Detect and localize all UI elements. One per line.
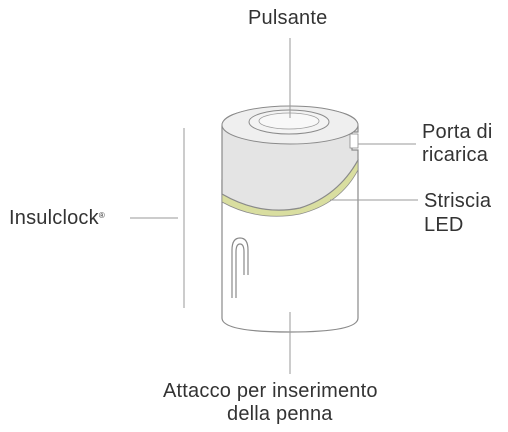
pen-clip-icon: [231, 237, 249, 298]
label-pen-attachment-line1: Attacco per inserimento: [163, 380, 378, 402]
label-charging-port-line1: Porta di: [422, 121, 493, 143]
registered-mark: ®: [98, 211, 105, 220]
label-charging-port-line2: ricarica: [422, 144, 489, 166]
label-pen-attachment-line2: della penna: [227, 403, 333, 425]
label-button: Pulsante: [248, 7, 328, 29]
label-led-strip-line1: Striscia: [424, 190, 492, 212]
button-inner: [258, 112, 320, 130]
charging-port: [349, 133, 359, 149]
label-device-name: Insulclock®: [9, 207, 105, 229]
device-name-text: Insulclock: [9, 207, 99, 229]
label-led-strip-line2: LED: [424, 214, 464, 236]
